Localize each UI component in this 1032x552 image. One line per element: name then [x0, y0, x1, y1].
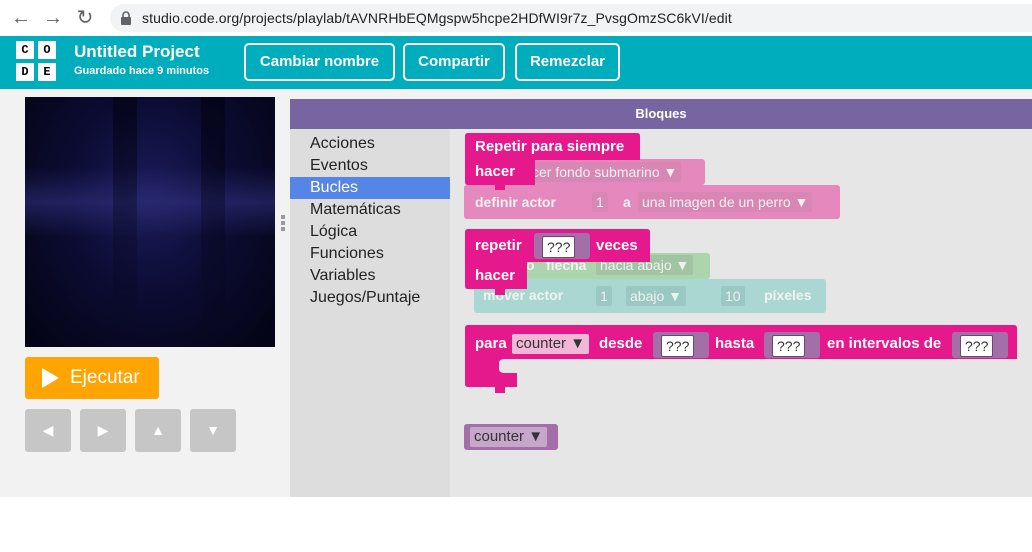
from-label: desde [599, 335, 643, 352]
move-pixels-value: 10 [721, 286, 745, 306]
url-text: studio.code.org/projects/playlab/tAVNRHb… [142, 10, 732, 26]
repeat-forever-do-label: hacer [475, 163, 516, 180]
toolbox-header: Bloques [290, 99, 1032, 129]
pixels-label: píxeles [764, 287, 812, 303]
move-actor-number: 1 [596, 286, 612, 306]
step-value[interactable]: ??? [960, 335, 994, 357]
actor-number: 1 [592, 192, 608, 212]
repeat-forever-shape [465, 133, 640, 190]
category-eventos[interactable]: Eventos [310, 157, 368, 174]
logo-letter: D [16, 63, 34, 81]
stage-glow [25, 167, 275, 237]
dpad-up-button[interactable]: ▲ [135, 409, 181, 452]
project-title: Untitled Project [74, 42, 200, 61]
app-header: C O D E Untitled Project Guardado hace 9… [0, 36, 1032, 89]
category-matematicas[interactable]: Matemáticas [310, 201, 401, 218]
repeat-count-value[interactable]: ??? [542, 236, 576, 258]
stage-shadow [201, 97, 225, 347]
category-logica[interactable]: Lógica [310, 223, 358, 240]
run-button-label: Ejecutar [70, 367, 140, 388]
forward-arrow-icon[interactable]: → [43, 7, 63, 29]
play-icon [42, 368, 59, 388]
category-funciones[interactable]: Funciones [310, 245, 384, 262]
step-label: en intervalos de [827, 335, 942, 352]
dpad-right-button[interactable]: ▶ [80, 409, 126, 452]
blocks-flyout: cer fondo submarino ▼ definir actor 1 a … [450, 129, 1032, 497]
logo-letter: C [16, 41, 34, 59]
run-button[interactable]: Ejecutar [25, 357, 159, 399]
address-bar[interactable]: studio.code.org/projects/playlab/tAVNRHb… [110, 4, 1032, 32]
to-value[interactable]: ??? [772, 335, 806, 357]
resize-handle[interactable] [280, 213, 286, 235]
lock-icon [121, 11, 131, 25]
from-value[interactable]: ??? [661, 335, 695, 357]
actor-image-dropdown: una imagen de un perro ▼ [638, 192, 813, 212]
dpad-down-button[interactable]: ▼ [190, 409, 236, 452]
counter-getter-dropdown[interactable]: counter ▼ [470, 427, 548, 447]
stage-shadow [113, 97, 137, 347]
category-bucles[interactable]: Bucles [290, 177, 450, 199]
repeat-times-label: veces [596, 237, 638, 254]
repeat-forever-label: Repetir para siempre [475, 138, 625, 155]
logo-letter: O [38, 41, 56, 59]
move-direction-dropdown: abajo ▼ [626, 286, 687, 306]
category-juegos-puntaje[interactable]: Juegos/Puntaje [310, 289, 421, 306]
dpad-left-button[interactable]: ◀ [25, 409, 71, 452]
back-arrow-icon[interactable]: ← [11, 7, 31, 29]
reload-icon[interactable]: ↻ [76, 7, 94, 29]
browser-toolbar: ← → ↻ studio.code.org/projects/playlab/t… [0, 0, 1032, 36]
remix-button[interactable]: Remezclar [515, 43, 620, 81]
arrow-o-label: o [526, 257, 535, 273]
set-actor-label: definir actor [475, 194, 556, 210]
for-label: para [475, 335, 507, 352]
repeat-label: repetir [475, 237, 522, 254]
background-dropdown: cer fondo submarino ▼ [528, 162, 682, 182]
logo-letter: E [38, 63, 56, 81]
rename-button[interactable]: Cambiar nombre [244, 43, 395, 81]
share-button[interactable]: Compartir [403, 43, 505, 81]
to-label: hasta [715, 335, 755, 352]
repeat-times-shape [465, 229, 650, 295]
workspace: Ejecutar ◀ ▶ ▲ ▼ Bloques Acciones Evento… [0, 89, 1032, 497]
for-loop-shape [465, 325, 1017, 393]
toolbox-categories: Acciones Eventos Bucles Matemáticas Lógi… [290, 129, 450, 497]
actor-a-label: a [623, 194, 631, 210]
repeat-do-label: hacer [475, 267, 516, 284]
counter-variable-dropdown[interactable]: counter ▼ [512, 334, 590, 354]
category-variables[interactable]: Variables [310, 267, 376, 284]
code-org-logo[interactable]: C O D E [16, 41, 58, 83]
game-stage[interactable] [25, 97, 275, 347]
saved-status: Guardado hace 9 minutos [74, 65, 210, 77]
category-acciones[interactable]: Acciones [310, 135, 375, 152]
